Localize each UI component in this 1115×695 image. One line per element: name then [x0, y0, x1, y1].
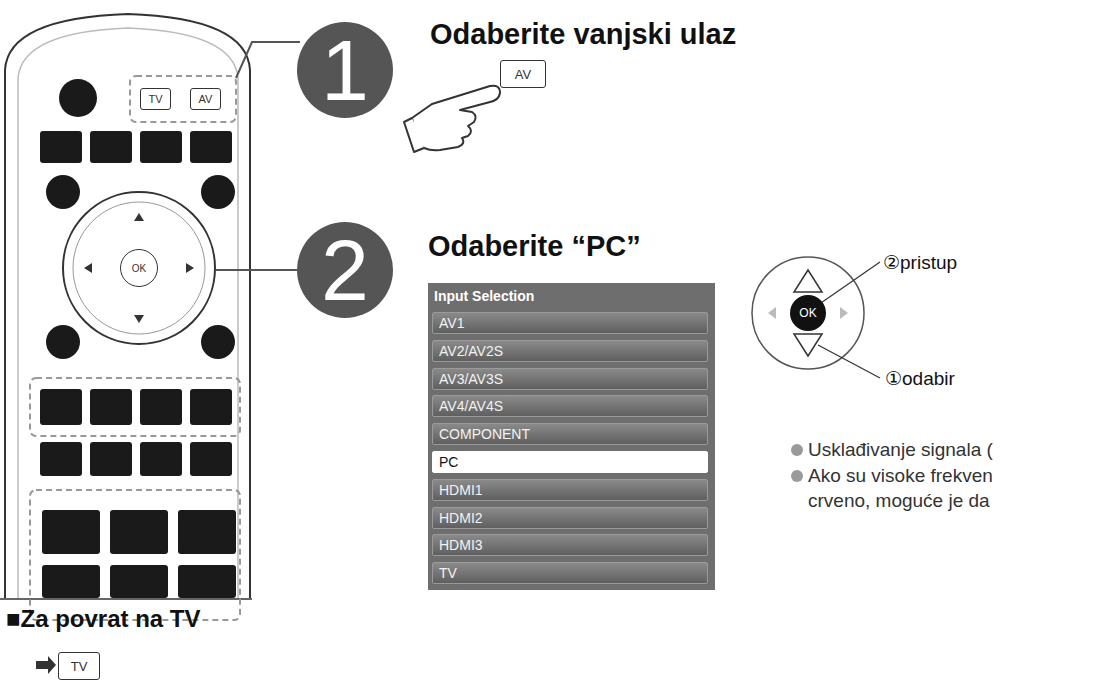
- menu-item: PC: [432, 451, 708, 473]
- note-text: Ako su visoke frekven: [808, 465, 993, 487]
- node-text: PC: [439, 454, 458, 470]
- menu-item: AV2/AV2S: [432, 340, 708, 362]
- tv-button: TV: [58, 652, 100, 680]
- note-text: crveno, moguće je da: [808, 490, 990, 512]
- node-text: AV3/AV3S: [439, 371, 503, 387]
- node-text: TV: [439, 565, 457, 581]
- node-text: COMPONENT: [439, 426, 530, 442]
- remote-button: AV: [190, 88, 221, 110]
- node-text: OK: [799, 306, 816, 320]
- node-text: AV4/AV4S: [439, 398, 503, 414]
- remote-button: TV: [140, 88, 171, 110]
- node-text: TV: [71, 659, 88, 674]
- step-number: 1: [297, 22, 393, 118]
- node-text: AV: [515, 67, 531, 82]
- menu-item: HDMI2: [432, 507, 708, 529]
- node-text: AV: [199, 93, 213, 105]
- node-text: AV1: [439, 315, 464, 331]
- menu-panel: Input SelectionAV1AV2/AV2S AV3/AV3S AV4/AV…: [428, 283, 715, 590]
- ok-button: OK: [790, 295, 826, 331]
- node-text: AV2/AV2S: [439, 343, 503, 359]
- menu-item: COMPONENT: [432, 423, 708, 445]
- button-label: ①odabir: [885, 367, 955, 390]
- menu-item: HDMI3: [432, 534, 708, 556]
- menu-item: HDMI1: [432, 479, 708, 501]
- node-text: 1: [321, 27, 369, 113]
- return-heading: ■Za povrat na TV: [6, 605, 201, 633]
- node-text: 2: [321, 227, 369, 313]
- step-number: 2: [297, 222, 393, 318]
- av-button-icon: AV: [500, 60, 546, 88]
- menu-item: TV: [432, 562, 708, 584]
- note-text: Usklađivanje signala (: [808, 439, 993, 461]
- step-heading: Odaberite vanjski ulaz: [430, 18, 736, 51]
- step-heading: Odaberite “PC”: [428, 230, 641, 263]
- node-text: TV: [148, 93, 162, 105]
- ok-button: OK: [120, 249, 158, 287]
- button-label: ②pristup: [883, 251, 957, 274]
- menu-item: AV1: [432, 312, 708, 334]
- node-text: Input Selection: [434, 288, 534, 304]
- node-text: OK: [132, 263, 146, 274]
- menu-item: AV4/AV4S: [432, 395, 708, 417]
- node-text: HDMI2: [439, 510, 483, 526]
- node-text: HDMI3: [439, 537, 483, 553]
- menu-item: AV3/AV3S: [432, 368, 708, 390]
- node-text: HDMI1: [439, 482, 483, 498]
